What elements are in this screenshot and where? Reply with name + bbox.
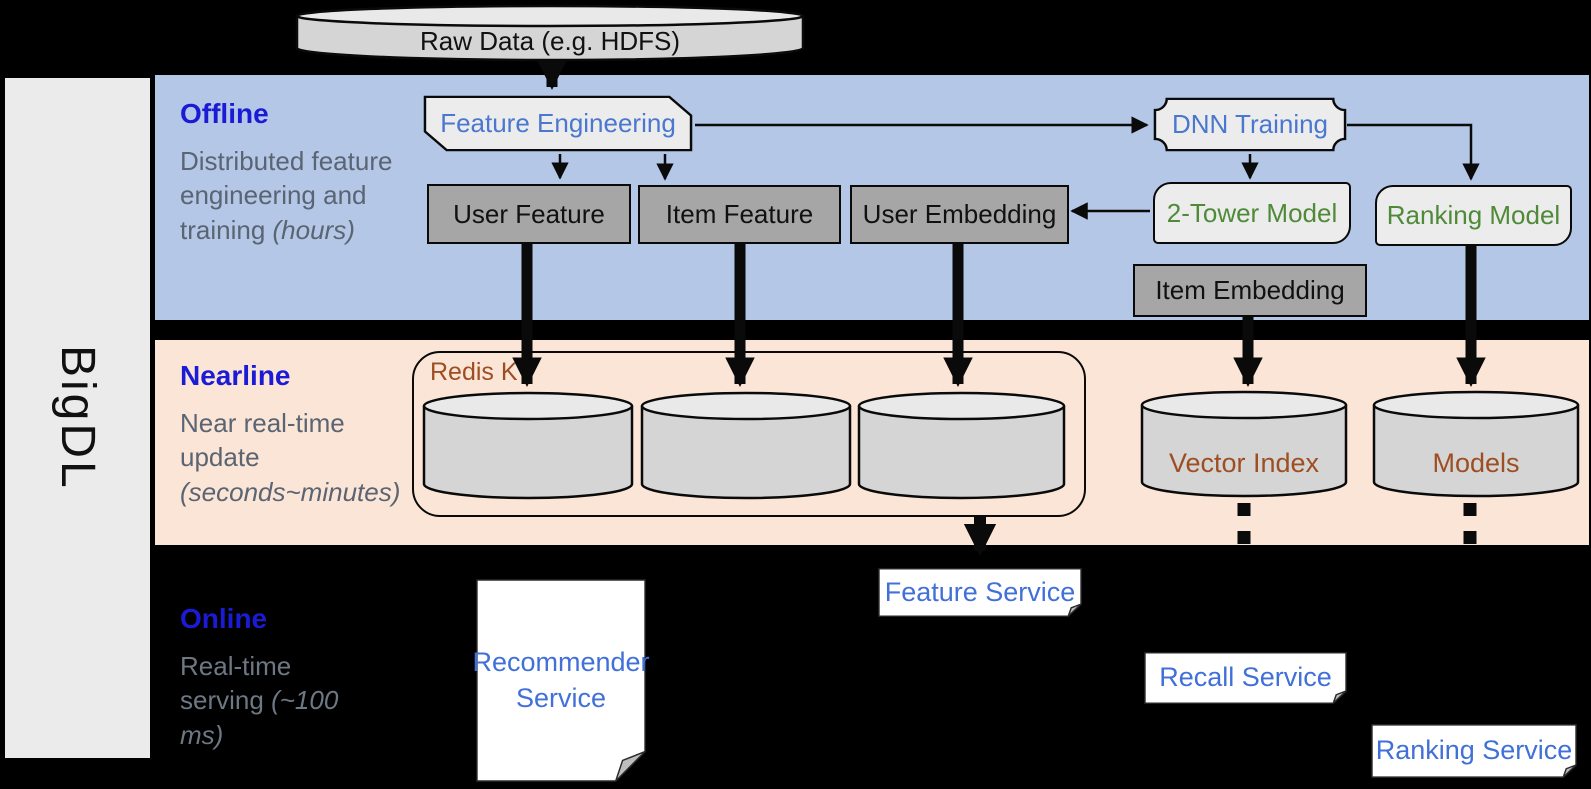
bigdl-brand-label: BigDL [51, 345, 104, 491]
bigdl-sidebar: BigDL [5, 78, 150, 758]
user-feature-label: User Feature [453, 198, 605, 229]
item-embedding-label: Item Embedding [1155, 275, 1345, 305]
vector-index-label: Vector Index [1168, 447, 1320, 478]
document-shape [476, 579, 646, 782]
item-feature-label: Item Feature [665, 199, 814, 229]
nearline-subtitle: Near real-time update (seconds~minutes) [180, 406, 430, 509]
recall-service-node: Recall Service [1143, 651, 1348, 705]
item-embedding-node: Item Embedding [1133, 264, 1367, 317]
cylinder-shape [1140, 390, 1348, 498]
online-section-label: Online Real-time serving (~100 ms) [180, 603, 380, 752]
nearline-subtitle-note: (seconds~minutes) [180, 476, 401, 507]
feature-service-label: Feature Service [884, 576, 1076, 607]
bracket-shape [1153, 97, 1347, 152]
dnn-training-label: DNN Training [1171, 109, 1329, 139]
document-shape [1371, 724, 1577, 778]
models-store: Models [1372, 390, 1580, 498]
card-shape [423, 95, 693, 152]
offline-subtitle-note: (hours) [272, 214, 355, 245]
recall-service-label: Recall Service [1159, 662, 1332, 693]
offline-subtitle: Distributed feature engineering and trai… [180, 144, 430, 247]
item-feature-node: Item Feature [638, 185, 841, 244]
cylinder-shape [422, 391, 634, 500]
dnn-training-node: DNN Training [1153, 97, 1347, 152]
recommender-service-label: Recommender Service [472, 647, 650, 713]
feature-engineering-label: Feature Engineering [440, 108, 676, 138]
cylinder-shape [640, 391, 852, 500]
nearline-subtitle-text: Near real-time update [180, 408, 345, 473]
document-shape [1144, 652, 1347, 704]
user-feature-node: User Feature [427, 184, 631, 244]
online-subtitle-note: (~100 ms) [180, 685, 339, 750]
cylinder-shape [857, 391, 1066, 500]
offline-title: Offline [180, 98, 269, 129]
ranking-service-label: Ranking Service [1375, 735, 1573, 766]
user-embedding-node: User Embedding [850, 185, 1069, 244]
ranking-service-node: Ranking Service [1370, 723, 1578, 779]
cylinder-shape [295, 4, 805, 62]
online-subtitle-text: Real-time serving [180, 651, 292, 716]
redis-kv-container [412, 351, 1086, 517]
redis-cylinder-2 [640, 390, 852, 500]
two-tower-model-node: 2-Tower Model [1153, 182, 1351, 244]
user-embedding-label: User Embedding [862, 199, 1057, 229]
models-label: Models [1432, 447, 1520, 478]
feature-service-node: Feature Service [877, 567, 1083, 618]
redis-cylinder-3 [857, 390, 1066, 500]
document-shape [878, 568, 1082, 617]
ranking-model-label: Ranking Model [1386, 200, 1561, 230]
cylinder-shape [1372, 390, 1580, 498]
ranking-model-node: Ranking Model [1375, 185, 1572, 246]
feature-engineering-node: Feature Engineering [423, 95, 693, 152]
redis-cylinder-1 [422, 390, 634, 500]
two-tower-model-label: 2-Tower Model [1166, 197, 1338, 228]
nearline-section-label: Nearline Near real-time update (seconds~… [180, 360, 430, 509]
online-title: Online [180, 603, 268, 634]
online-subtitle: Real-time serving (~100 ms) [180, 649, 380, 752]
offline-section-label: Offline Distributed feature engineering … [180, 98, 430, 247]
raw-data-store: Raw Data (e.g. HDFS) [295, 4, 805, 62]
redis-kv-label: Redis KV [430, 358, 535, 386]
recommender-service-node: Recommender Service [472, 578, 650, 783]
raw-data-label: Raw Data (e.g. HDFS) [419, 25, 681, 56]
offline-subtitle-text: Distributed feature engineering and trai… [180, 146, 393, 245]
nearline-title: Nearline [180, 360, 291, 391]
vector-index-store: Vector Index [1140, 390, 1348, 498]
